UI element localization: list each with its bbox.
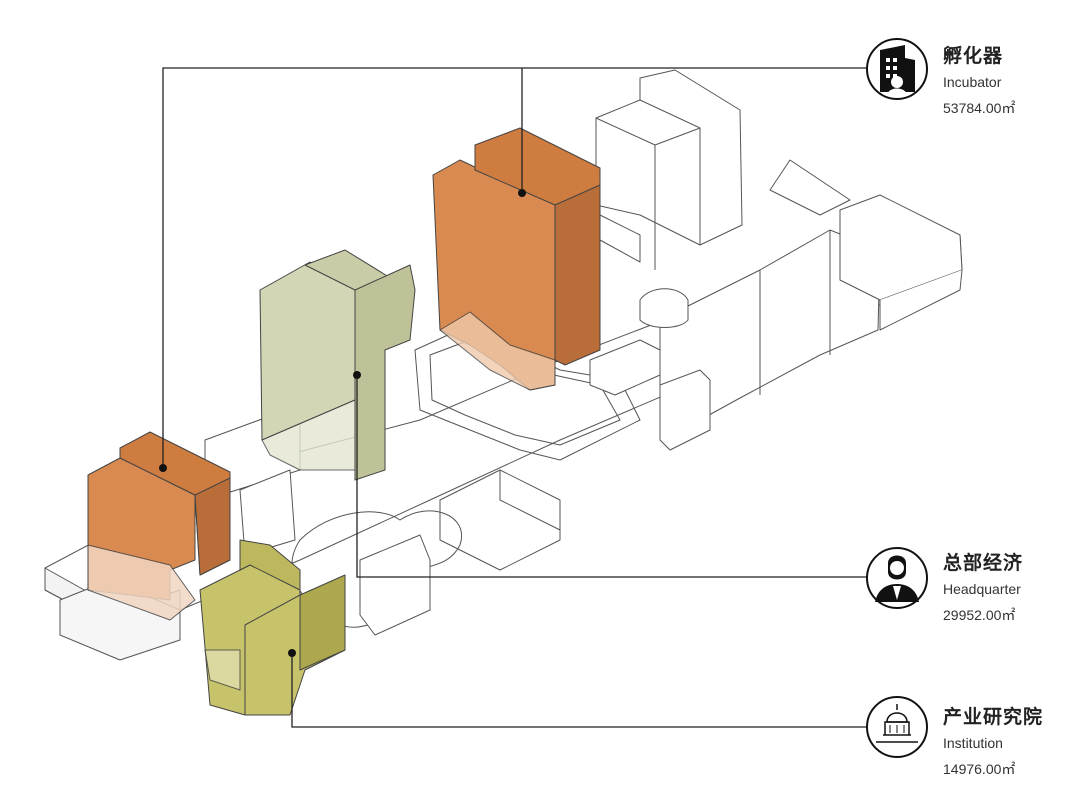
incubator-building-left (87, 431, 231, 621)
institution-subtitle: Institution (943, 735, 1003, 751)
incubator-building-main (432, 127, 601, 391)
institution-leader-line (291, 653, 868, 728)
institution-title: 产业研究院 (943, 706, 1044, 728)
domed-building-icon (866, 696, 928, 758)
headquarter-title: 总部经济 (943, 552, 1024, 574)
businessman-icon (866, 547, 928, 609)
institution-area: 14976.00㎡ (943, 761, 1016, 777)
leader-dots (159, 189, 526, 657)
headquarter-area: 29952.00㎡ (943, 607, 1016, 623)
headquarter-leader-line (356, 375, 868, 578)
institution-building (199, 539, 346, 716)
headquarter-subtitle: Headquarter (943, 581, 1021, 597)
incubator-area: 53784.00㎡ (943, 100, 1016, 116)
incubator-leader-line (162, 67, 868, 468)
institution-legend: 产业研究院 Institution 14976.00㎡ (943, 705, 1043, 779)
leader-lines (162, 67, 868, 728)
incubator-subtitle: Incubator (943, 74, 1002, 90)
headquarter-building (259, 249, 416, 481)
office-building-icon (866, 38, 928, 100)
headquarter-legend: 总部经济 Headquarter 29952.00㎡ (943, 551, 1023, 625)
incubator-legend: 孵化器 Incubator 53784.00㎡ (943, 44, 1015, 118)
incubator-title: 孵化器 (943, 45, 1004, 67)
